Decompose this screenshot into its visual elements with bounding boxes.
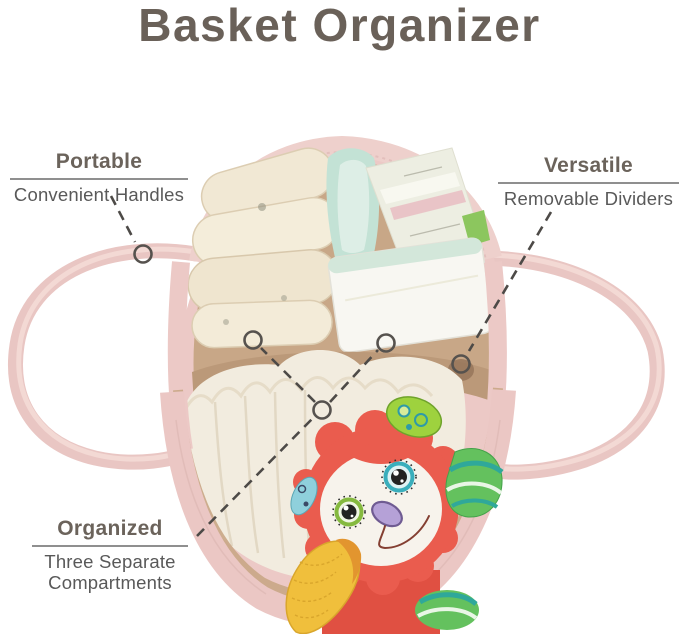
compartment-marker-3 (376, 333, 396, 353)
callout-versatile-title: Versatile (498, 153, 679, 184)
monkey-eye-right (381, 459, 417, 495)
monkey-smile (378, 515, 430, 550)
callout-organized-subtitle-line2: Compartments (48, 572, 172, 593)
organized-branch-right (329, 349, 379, 403)
folded-cloths (187, 147, 341, 349)
compartment-marker-1 (243, 330, 263, 350)
knit-banana-toy (285, 538, 362, 634)
monkey-nose (371, 500, 403, 528)
callout-organized-subtitle-line1: Three Separate (44, 551, 176, 572)
rope-handle-left (8, 243, 204, 470)
monkey-eye-left (332, 495, 366, 529)
callout-portable-title: Portable (10, 149, 188, 180)
handle-marker-ring (133, 244, 153, 264)
portable-leader-line (109, 195, 137, 243)
green-knit-accent (415, 447, 504, 630)
versatile-leader-line (467, 211, 553, 352)
divider-marker-ring (451, 354, 471, 374)
wipes-package (365, 147, 490, 259)
monkey-toy (290, 396, 466, 595)
callout-portable-subtitle: Convenient Handles (13, 184, 185, 205)
page-title: Basket Organizer (138, 0, 541, 51)
compartment-marker-2 (312, 400, 332, 420)
callout-versatile: Versatile Removable Dividers (498, 153, 679, 209)
organized-leader-line (196, 417, 314, 537)
callout-organized: Organized Three Separate Compartments (32, 516, 188, 593)
mint-cloth (326, 148, 380, 267)
callout-portable: Portable Convenient Handles (10, 149, 188, 205)
rope-handle-right (472, 250, 665, 480)
monkey-ear-blue (290, 476, 318, 516)
wipes-box (327, 237, 494, 353)
callout-versatile-subtitle: Removable Dividers (503, 188, 674, 209)
callout-organized-title: Organized (32, 516, 188, 547)
organized-branch-left (260, 347, 316, 403)
